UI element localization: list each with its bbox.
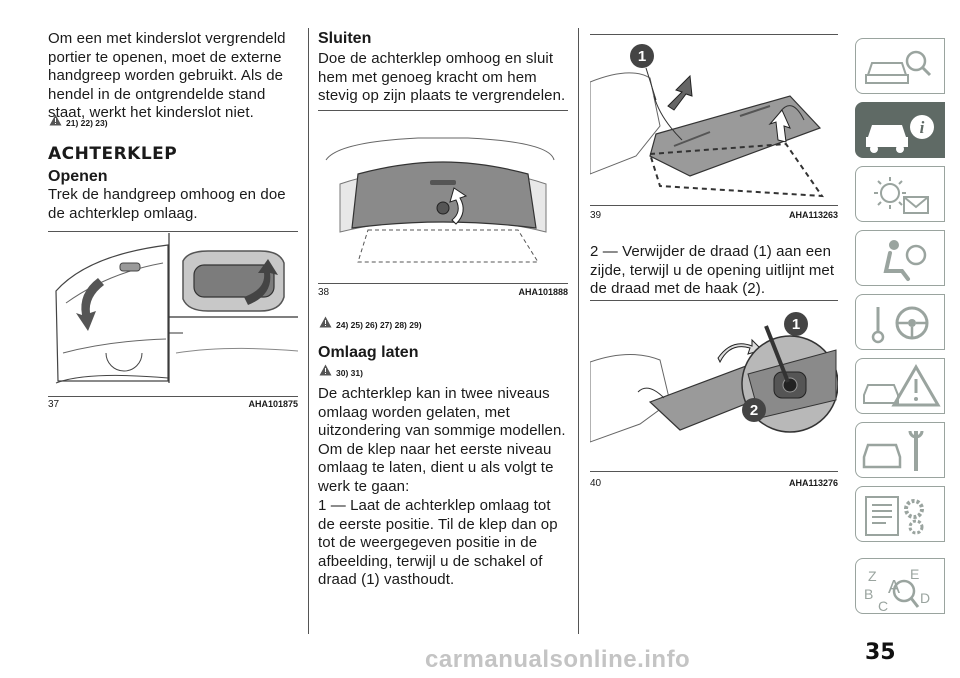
tab-key-steering[interactable]	[855, 294, 945, 350]
figure-37-tailgate-handle	[55, 233, 298, 384]
figure-37-top-rule	[48, 231, 298, 232]
callout-1: 1	[638, 48, 646, 65]
tab-car-info[interactable]: i	[855, 102, 945, 158]
key-steering-icon	[871, 306, 929, 344]
tab-car-warning-triangle[interactable]	[855, 358, 945, 414]
figure-39-caption: 39 AHA113263	[590, 210, 838, 221]
warning-triangle-icon	[49, 114, 62, 126]
figure-37-bottom-rule	[48, 396, 298, 397]
page-number: 35	[865, 640, 896, 665]
specs-gear-icon	[865, 496, 924, 536]
figure-38-code: AHA101888	[518, 287, 568, 297]
warning-ref-text: 24) 25) 26) 27) 28) 29)	[336, 320, 422, 330]
figure-39-tailgate-raised: 1	[590, 44, 824, 198]
svg-text:E: E	[910, 566, 919, 582]
tab-airbag-seat[interactable]	[855, 230, 945, 286]
figure-38-bottom-rule	[318, 283, 568, 284]
figure-38-top-rule	[318, 110, 568, 111]
tab-specs-gear[interactable]	[855, 486, 945, 542]
figure-37-code: AHA101875	[248, 399, 298, 409]
column-2: Sluiten Doe de achterklep omhoog en slui…	[318, 0, 570, 678]
warning-ref-1: 21) 22) 23)	[49, 114, 108, 128]
figure-40-code: AHA113276	[788, 478, 838, 488]
intro-paragraph: Om een met kinderslot vergrendeld portie…	[48, 30, 286, 121]
svg-text:D: D	[920, 590, 930, 606]
warning-ref-text: 30) 31)	[336, 368, 363, 378]
figure-39-top-rule	[590, 34, 838, 35]
figure-39-code: AHA113263	[788, 210, 838, 220]
figure-37-caption: 37 AHA101875	[48, 399, 298, 410]
svg-text:C: C	[878, 598, 888, 614]
figure-38-tailgate-closing	[325, 137, 555, 263]
open-subtitle: Openen	[48, 168, 108, 185]
column-divider-1	[308, 28, 309, 634]
figure-40-wire-hook: 1 2	[590, 312, 838, 443]
tab-warning-lights[interactable]	[855, 166, 945, 222]
callout-2: 2	[750, 402, 758, 419]
section-title: ACHTERKLEP	[48, 144, 178, 164]
svg-text:Z: Z	[868, 568, 877, 584]
figure-40-bottom-rule	[590, 471, 838, 472]
watermark: carmanualsonline.info	[425, 646, 691, 673]
step-1-paragraph: 1 — Laat de achterklep omlaag tot de eer…	[318, 497, 558, 588]
warning-ref-text: 21) 22) 23)	[66, 118, 108, 128]
warning-triangle-icon	[319, 364, 332, 376]
tab-car-tools[interactable]	[855, 422, 945, 478]
svg-text:B: B	[864, 586, 873, 602]
figure-40-number: 40	[590, 478, 602, 489]
warning-ref-3: 30) 31)	[319, 364, 363, 378]
car-tools-icon	[862, 430, 924, 471]
airbag-seat-icon	[883, 240, 927, 281]
figure-38-number: 38	[318, 287, 330, 298]
warning-lights-icon	[874, 177, 929, 214]
close-paragraph: Doe de achterklep omhoog en sluit hem me…	[318, 50, 566, 104]
warning-triangle-icon	[319, 316, 332, 328]
warning-ref-2: 24) 25) 26) 27) 28) 29)	[319, 316, 422, 330]
column-1: Om een met kinderslot vergrendeld portie…	[48, 0, 298, 678]
figure-39-number: 39	[590, 210, 602, 221]
callout-1: 1	[792, 316, 800, 333]
tab-car-search[interactable]	[855, 38, 945, 94]
car-warning-triangle-icon	[863, 364, 941, 407]
car-search-icon	[865, 50, 932, 84]
column-3: 1 39 AHA113263 2 — Verwijder de draad (1…	[590, 0, 840, 678]
column-divider-2	[578, 28, 579, 634]
svg-text:i: i	[920, 118, 925, 137]
step-2-paragraph: 2 — Verwijder de draad (1) aan een zijde…	[590, 243, 835, 297]
close-subtitle: Sluiten	[318, 30, 372, 47]
figure-40-top-rule	[590, 300, 838, 301]
figure-40-caption: 40 AHA113276	[590, 478, 838, 489]
lower-subtitle: Omlaag laten	[318, 344, 419, 361]
figure-39-bottom-rule	[590, 205, 838, 206]
car-info-icon: i	[866, 115, 934, 153]
figure-38-caption: 38 AHA101888	[318, 287, 568, 298]
lower-paragraph: De achterklep kan in twee niveaus omlaag…	[318, 385, 566, 495]
figure-37-number: 37	[48, 399, 60, 410]
open-paragraph: Trek de handgreep omhoog en doe de achte…	[48, 186, 286, 222]
